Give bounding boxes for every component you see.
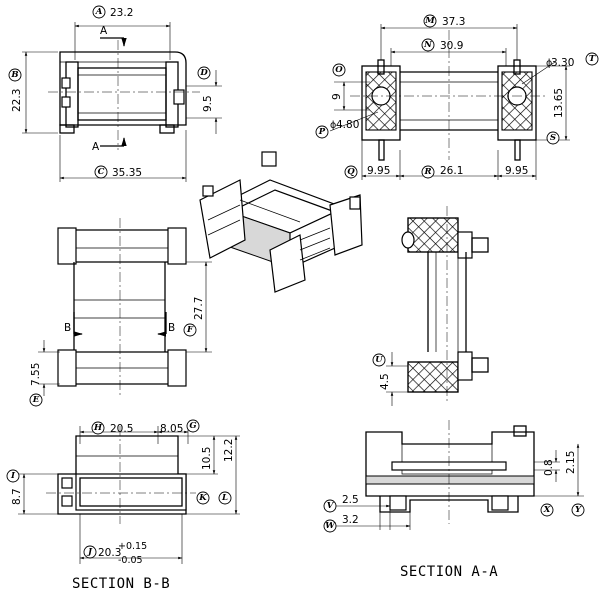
svg-text:I: I: [10, 471, 16, 481]
svg-text:O: O: [335, 65, 343, 75]
svg-text:L: L: [221, 493, 228, 503]
svg-text:F: F: [186, 325, 194, 335]
dim-b: 22.3: [11, 89, 23, 112]
dim-j-tol-plus: +0.15: [118, 541, 147, 552]
svg-text:P: P: [318, 127, 326, 137]
dim-q2: 9.95: [505, 165, 528, 177]
svg-text:D: D: [199, 68, 208, 78]
section-bb-view: H 20.5 8.05 G 10.5 12.2 K L I 8.7 J 20.3…: [6, 419, 240, 592]
caption-section-aa: SECTION A-A: [400, 564, 498, 580]
top-left-view: A A A 23.2 B 22.3 C 35.35 D 9.5: [8, 5, 222, 182]
dim-j-tol-minus: -0.05: [118, 555, 143, 566]
dim-w: 3.2: [342, 514, 359, 526]
svg-text:A: A: [95, 7, 103, 17]
section-mark-b-left: B: [64, 322, 71, 334]
svg-text:B: B: [10, 70, 18, 80]
dim-s: 13.65: [553, 88, 565, 118]
svg-text:M: M: [424, 16, 435, 26]
dim-m: 37.3: [442, 16, 465, 28]
middle-right-view: U 4.5: [372, 206, 489, 406]
svg-text:E: E: [32, 395, 40, 405]
svg-text:ϕ: ϕ: [330, 120, 336, 131]
dim-v: 2.5: [342, 494, 359, 506]
dim-c: 35.35: [112, 167, 142, 179]
top-right-view: M 37.3 N 30.9 3.30 ϕ T O 9 S 13.65 P ϕ 4…: [315, 14, 599, 180]
dim-q: 9.95: [367, 165, 390, 177]
dim-p: 4.80: [336, 119, 359, 131]
dim-o: 9: [331, 93, 343, 100]
middle-left-view: B B F 27.7 E 7.55: [29, 218, 212, 407]
svg-text:Y: Y: [575, 505, 582, 515]
dim-n: 30.9: [440, 40, 463, 52]
dim-d: 9.5: [202, 95, 214, 112]
dim-j: 20.3: [98, 547, 121, 559]
svg-text:Q: Q: [347, 167, 355, 177]
dim-k: 10.5: [201, 447, 213, 470]
dim-i: 8.7: [11, 488, 23, 505]
svg-text:U: U: [375, 355, 383, 365]
svg-text:G: G: [189, 421, 196, 431]
svg-text:S: S: [550, 133, 556, 143]
section-mark-a-bottom: A: [92, 141, 100, 153]
dim-f: 27.7: [193, 297, 205, 320]
svg-text:X: X: [543, 505, 551, 515]
svg-text:K: K: [198, 493, 207, 503]
isometric-view: [199, 151, 363, 293]
dim-x: 0.8: [543, 459, 555, 476]
svg-text:C: C: [98, 167, 105, 177]
svg-text:H: H: [93, 423, 103, 433]
svg-text:J: J: [86, 547, 93, 557]
svg-text:T: T: [589, 54, 596, 64]
dim-g: 8.05: [160, 423, 183, 435]
dim-a: 23.2: [110, 7, 133, 19]
svg-text:N: N: [423, 40, 433, 50]
dim-y: 2.15: [565, 451, 577, 474]
section-aa-view: 0.8 2.15 X Y V W 2.5 3.2 SECTION A-A: [323, 420, 585, 580]
svg-text:V: V: [327, 501, 335, 511]
caption-section-bb: SECTION B-B: [72, 576, 170, 592]
section-mark-a-top: A: [100, 25, 108, 37]
dim-e: 7.55: [30, 363, 42, 386]
svg-text:ϕ: ϕ: [546, 58, 552, 69]
svg-text:W: W: [325, 521, 336, 531]
dim-h: 20.5: [110, 423, 133, 435]
dim-t: 3.30: [551, 57, 574, 69]
svg-text:R: R: [423, 167, 431, 177]
dim-l: 12.2: [223, 439, 235, 462]
section-mark-b-right: B: [168, 322, 175, 334]
dim-r: 26.1: [440, 165, 463, 177]
dim-u: 4.5: [379, 373, 391, 390]
